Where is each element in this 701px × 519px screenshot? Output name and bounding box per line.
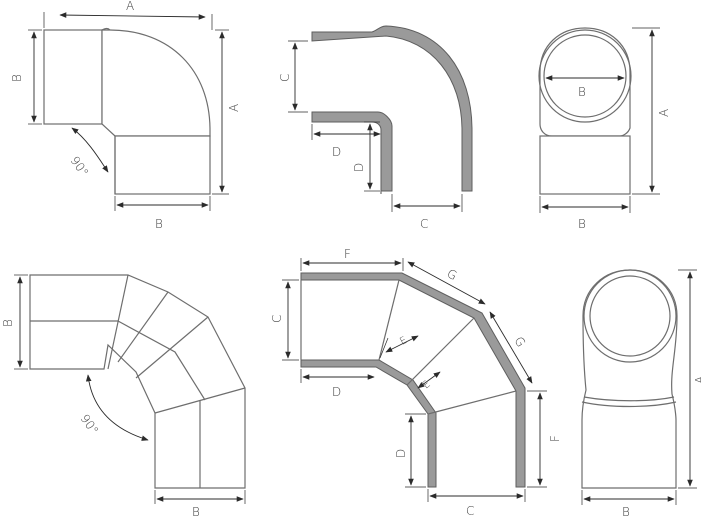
dim-label-b-front-bottom: B	[578, 217, 586, 231]
angle-label-bottom: 90°	[78, 412, 102, 437]
dim-label-b-seg-front: B	[622, 505, 630, 519]
dim-label-e-lower: E	[421, 379, 433, 391]
dim-label-c-seg-left: C	[270, 315, 284, 323]
dim-label-f-top: F	[344, 247, 351, 261]
dim-label-e-upper: E	[398, 335, 409, 348]
dim-label-d-horizontal: D	[332, 145, 341, 159]
dim-label-d-seg-horizontal: D	[332, 385, 341, 399]
dim-label-b-seg-bottom: B	[192, 505, 200, 519]
dim-label-b-front-inner: B	[578, 85, 586, 99]
dim-label-a-right: A	[227, 104, 241, 112]
angle-label-top: 90°	[68, 154, 92, 179]
dim-label-a-top: A	[126, 0, 134, 13]
dim-label-d-vertical: D	[352, 163, 366, 172]
dim-label-c-seg-bottom: C	[466, 504, 474, 518]
dim-label-b-left: B	[10, 74, 24, 82]
dim-label-c-bottom: C	[420, 217, 428, 231]
dim-label-a-front: A	[657, 109, 671, 117]
dim-label-c-left: C	[278, 74, 292, 82]
dim-label-g-upper: G	[445, 266, 460, 283]
dim-label-f-right: F	[548, 435, 562, 442]
dim-label-d-seg-vertical: D	[394, 449, 408, 458]
dim-label-b-bottom: B	[155, 217, 163, 231]
smooth-elbow-front-view: B A B	[538, 27, 671, 231]
dim-label-b-seg-left: B	[1, 319, 15, 327]
dim-label-a-seg-front: A	[693, 376, 701, 384]
smooth-elbow-section-view: C D D C	[278, 25, 473, 231]
dim-label-g-lower: G	[511, 334, 528, 349]
segmented-elbow-section-view: F C D G G E E D F	[270, 247, 562, 518]
smooth-elbow-side-view: A A B B 90°	[10, 0, 241, 231]
segmented-elbow-front-view: A B	[581, 269, 701, 519]
segmented-elbow-side-view: B B 90°	[1, 274, 246, 519]
